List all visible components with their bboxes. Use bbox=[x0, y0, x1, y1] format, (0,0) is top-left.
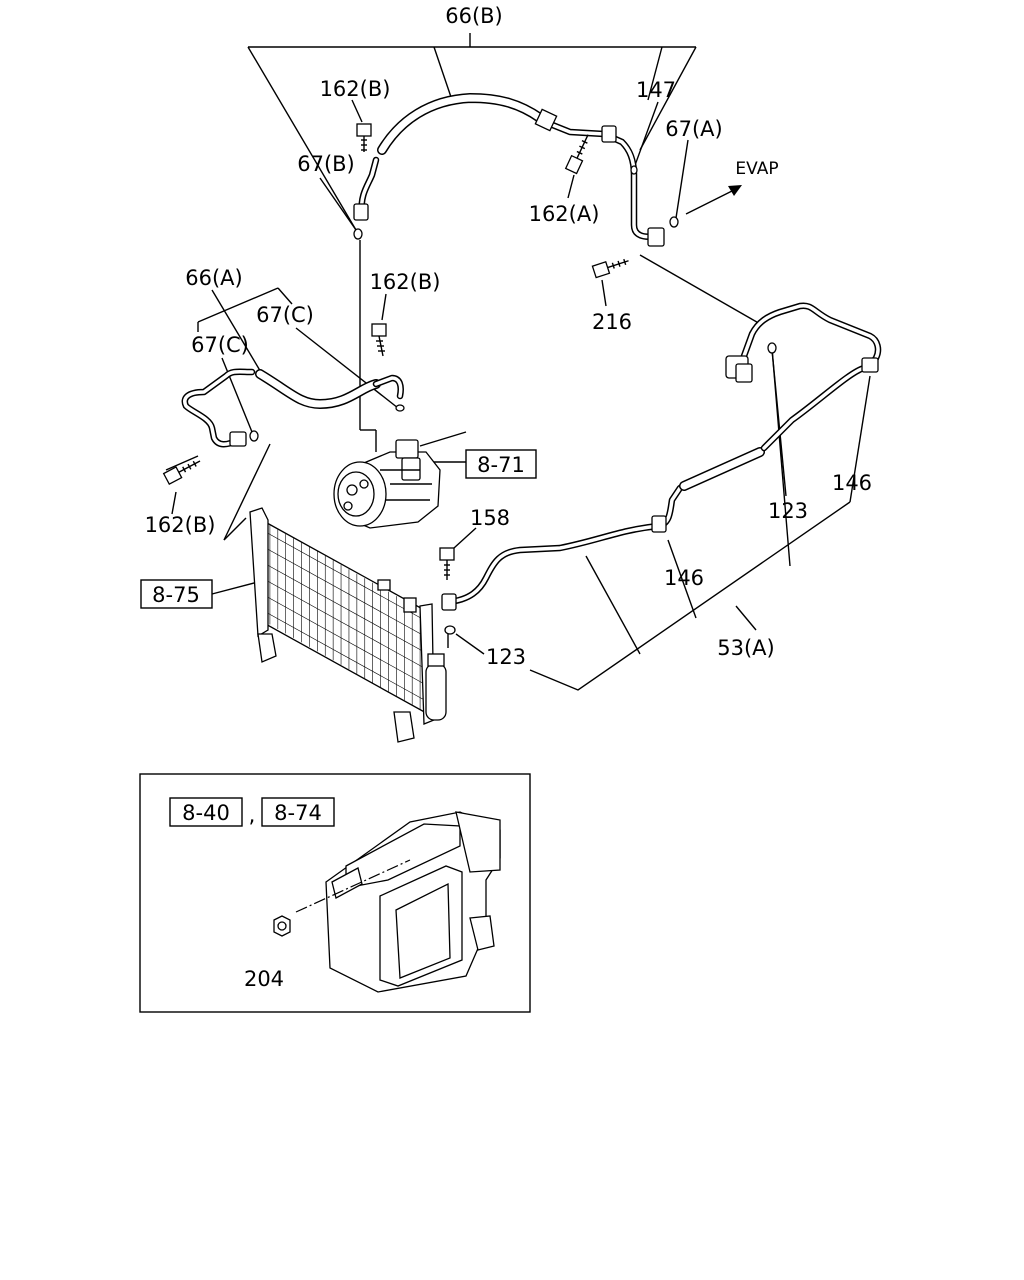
label-evap: EVAP bbox=[735, 159, 778, 179]
ref-8-40: 8-40 bbox=[182, 801, 230, 825]
label-147: 147 bbox=[636, 78, 676, 102]
label-123-low: 123 bbox=[486, 645, 526, 669]
label-66b: 66(B) bbox=[445, 4, 503, 28]
condenser-tube bbox=[261, 561, 429, 655]
ref-8-74: 8-74 bbox=[274, 801, 322, 825]
condenser-tube bbox=[261, 577, 429, 671]
label-162b-low: 162(B) bbox=[145, 513, 216, 537]
ref-8-71: 8-71 bbox=[477, 453, 525, 477]
ref-box-8-40: 8-40 bbox=[169, 797, 243, 827]
label-67c-upper: 67(C) bbox=[256, 303, 314, 327]
upper-suction-hose-66b bbox=[353, 92, 665, 247]
label-204: 204 bbox=[244, 967, 284, 991]
leader-lines bbox=[165, 33, 871, 913]
label-146-mid: 146 bbox=[664, 566, 704, 590]
ref-box-8-71: 8-71 bbox=[465, 449, 537, 479]
label-123-right: 123 bbox=[768, 499, 808, 523]
condenser-tube bbox=[261, 545, 429, 639]
label-146-right: 146 bbox=[832, 471, 872, 495]
part-labels: 66(B) 162(B) 147 67(A) 67(B) EVAP 162(A)… bbox=[145, 4, 872, 991]
condenser bbox=[249, 507, 447, 743]
label-162b-mid: 162(B) bbox=[370, 270, 441, 294]
condenser-tube bbox=[261, 609, 429, 703]
condenser-tube bbox=[261, 593, 429, 687]
label-216: 216 bbox=[592, 310, 632, 334]
ref-box-8-74: 8-74 bbox=[261, 797, 335, 827]
liquid-pipe-right bbox=[725, 302, 882, 383]
label-53a: 53(A) bbox=[717, 636, 774, 660]
label-158: 158 bbox=[470, 506, 510, 530]
label-66a: 66(A) bbox=[185, 266, 242, 290]
ref-box-8-75: 8-75 bbox=[140, 579, 213, 609]
label-162b-top: 162(B) bbox=[320, 77, 391, 101]
nut-204-icon bbox=[273, 915, 291, 937]
suction-hose-66a bbox=[181, 368, 404, 448]
label-67b: 67(B) bbox=[297, 152, 355, 176]
ref-comma: , bbox=[249, 803, 256, 827]
label-162a: 162(A) bbox=[529, 202, 600, 226]
compressor bbox=[333, 431, 467, 529]
condenser-tube bbox=[261, 529, 429, 623]
ref-8-75: 8-75 bbox=[152, 583, 200, 607]
label-67a: 67(A) bbox=[665, 117, 722, 141]
discharge-pipe-53a bbox=[441, 364, 868, 611]
o-rings bbox=[249, 165, 777, 635]
label-67c-lower: 67(C) bbox=[191, 333, 249, 357]
bolts bbox=[162, 123, 629, 580]
